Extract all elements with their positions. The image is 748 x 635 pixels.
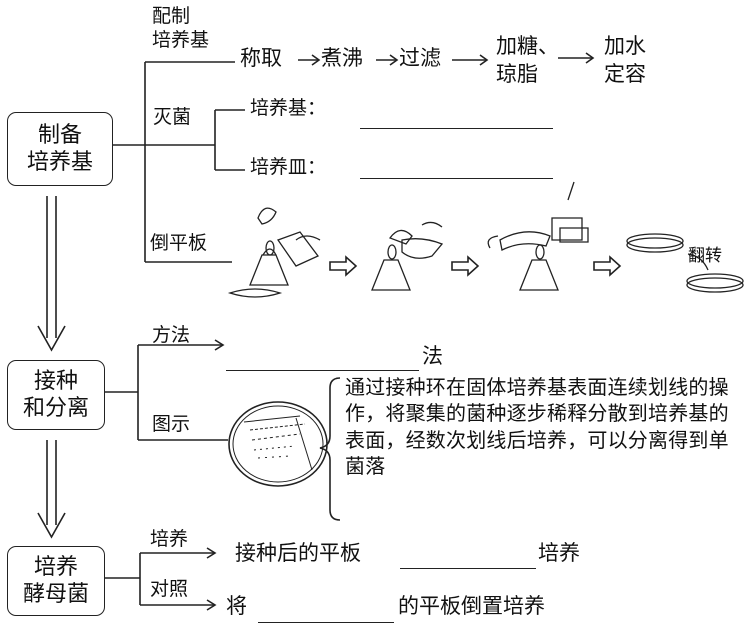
description-brace: [319, 377, 341, 521]
step-arrow-2: [376, 54, 399, 66]
pour-plate-step-4: [626, 233, 744, 293]
double-arrow-down-2: [37, 440, 66, 539]
flip-label: 翻转: [688, 246, 722, 266]
method-suffix: 法: [422, 344, 443, 368]
streak-plate-figure: [228, 401, 328, 487]
branch-culture: 培养: [150, 528, 189, 550]
sterilize-dish-blank: [360, 178, 553, 179]
step-filter: 过滤: [399, 46, 441, 70]
step-weigh: 称取: [240, 46, 282, 70]
step-add-water-line2: 定容: [604, 62, 646, 86]
hollow-arrow-3: [593, 255, 622, 277]
sterilize-medium-label: 培养基：: [250, 97, 327, 119]
culture-box-line1: 培养: [33, 554, 78, 580]
culture-blank: [400, 568, 536, 569]
inoculate-box-line1: 接种: [33, 368, 78, 394]
step-arrow-3: [452, 54, 489, 66]
hollow-arrow-1: [329, 255, 358, 277]
sterilize-dish-label: 培养皿：: [250, 156, 327, 178]
step-add-water-line1: 加水: [604, 34, 646, 58]
step-add-sugar-line2: 琼脂: [496, 62, 538, 86]
culture-line-prefix: 接种后的平板: [235, 541, 361, 565]
branch-control: 对照: [150, 578, 189, 600]
culture-arrow: [140, 547, 217, 559]
branch-sterilize: 灭菌: [153, 106, 192, 128]
step-arrow-1: [298, 54, 321, 66]
pour-plate-step-1: [227, 207, 321, 298]
hollow-arrow-2: [451, 255, 480, 277]
control-arrow: [140, 599, 217, 611]
pour-plate-step-3: [487, 181, 589, 291]
control-line-suffix: 的平板倒置培养: [398, 594, 545, 618]
culture-box-line2: 酵母菌: [22, 582, 89, 607]
inoculate-separate-box: 接种 和分离: [7, 360, 105, 430]
branch-figure: 图示: [152, 413, 191, 435]
double-arrow-down-1: [37, 196, 66, 352]
sterilize-medium-blank: [360, 128, 553, 129]
pour-plate-step-2: [371, 221, 444, 291]
culture-line-suffix: 培养: [538, 541, 580, 565]
branch-method: 方法: [152, 324, 191, 346]
culture-yeast-box: 培养 酵母菌: [7, 546, 105, 616]
branch-prep-medium-line1: 配制: [152, 5, 191, 27]
branch-pour-plate: 倒平板: [150, 232, 208, 254]
streak-description: 通过接种环在固体培养基表面连续划线的操作，将聚集的菌种逐步稀释分散到培养基的表面…: [345, 375, 729, 479]
control-blank: [258, 622, 394, 623]
step-boil: 煮沸: [321, 46, 363, 70]
step-add-sugar-line1: 加糖、: [496, 34, 559, 58]
method-arrow: [138, 339, 225, 351]
method-blank: [226, 370, 419, 371]
control-line-prefix: 将: [226, 594, 247, 618]
step-arrow-4: [558, 52, 595, 64]
prepare-box-line2: 培养基: [26, 150, 93, 175]
prepare-medium-box: 制备 培养基: [7, 112, 113, 186]
inoculate-box-line2: 和分离: [22, 396, 89, 421]
prepare-box-line1: 制备: [37, 122, 82, 148]
branch-prep-medium-line2: 培养基: [152, 29, 210, 51]
